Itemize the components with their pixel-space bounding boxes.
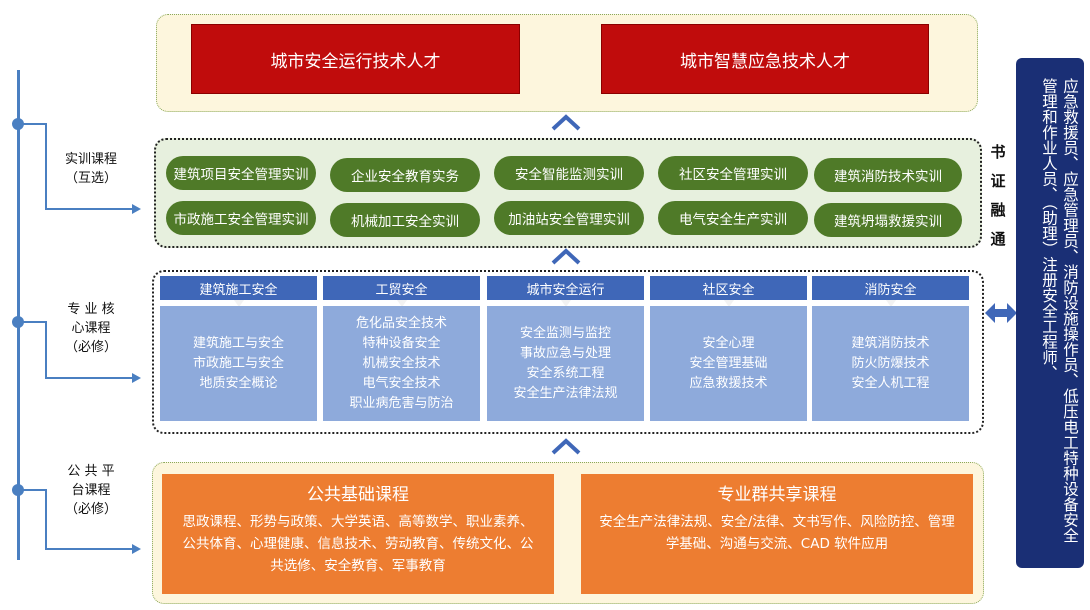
core-course-item: 安全心理	[702, 335, 755, 351]
connector-core-bottom	[45, 377, 133, 379]
arrow-down-icon	[561, 300, 571, 307]
connector-public-bottom	[45, 548, 133, 550]
core-column-title: 城市安全运行	[487, 276, 644, 300]
core-column-list: 建筑消防技术 防火防爆技术 安全人机工程	[812, 306, 969, 421]
core-course-item: 安全系统工程	[526, 365, 605, 381]
public-foundation-body: 思政课程、形势与政策、大学英语、高等数学、职业素养、公共体育、心理健康、信息技术…	[182, 514, 534, 574]
certificate-char: 通	[990, 230, 1006, 248]
shared-courses-body: 安全生产法律法规、安全/法律、文书写作、风险防控、管理学基础、沟通与交流、CAD…	[599, 514, 955, 552]
core-course-item: 安全生产法律法规	[513, 385, 618, 401]
arrow-down-icon	[234, 300, 244, 307]
certificate-char: 证	[990, 172, 1006, 190]
core-course-item: 应急救援技术	[689, 375, 768, 391]
core-column-list: 安全心理 安全管理基础 应急救援技术	[650, 306, 807, 421]
public-side-label: 公 共 平 台课程 （必修）	[46, 462, 136, 519]
core-course-item: 建筑施工与安全	[192, 335, 284, 351]
core-column-city: 城市安全运行 安全监测与监控 事故应急与处理 安全系统工程 安全生产法律法规	[487, 276, 644, 421]
connector-core-arrow	[132, 373, 141, 383]
training-course-pill: 电气安全生产实训	[658, 201, 808, 235]
side-label-line: （必修）	[64, 502, 117, 517]
connector-public-top	[18, 489, 46, 491]
training-course-pill: 企业安全教育实务	[330, 158, 480, 192]
connector-core-vert	[45, 321, 47, 378]
training-course-pill: 机械加工安全实训	[330, 203, 480, 237]
side-label-line: 心课程	[71, 321, 111, 336]
training-side-label: 实训课程 （互选）	[46, 150, 136, 188]
public-foundation-title: 公共基础课程	[307, 485, 409, 505]
core-column-list: 安全监测与监控 事故应急与处理 安全系统工程 安全生产法律法规	[487, 306, 644, 421]
connector-training-bottom	[45, 208, 133, 210]
shared-courses-box: 专业群共享课程 安全生产法律法规、安全/法律、文书写作、风险防控、管理学基础、沟…	[581, 474, 973, 594]
training-course-pill: 建筑项目安全管理实训	[166, 156, 316, 190]
training-course-pill: 建筑消防技术实训	[814, 158, 962, 192]
core-column-title: 消防安全	[812, 276, 969, 300]
certificate-char: 书	[990, 143, 1006, 161]
certificate-integration-label: 书 证 融 通	[985, 138, 1011, 254]
core-column-title: 建筑施工安全	[160, 276, 317, 300]
core-course-item: 地质安全概论	[199, 375, 278, 391]
core-column-community: 社区安全 安全心理 安全管理基础 应急救援技术	[650, 276, 807, 421]
core-course-item: 安全监测与监控	[519, 325, 611, 341]
core-course-item: 机械安全技术	[362, 355, 441, 371]
connector-training-top	[18, 123, 46, 125]
side-label-line: 专 业 核	[67, 302, 115, 317]
core-side-label: 专 业 核 心课程 （必修）	[46, 300, 136, 357]
training-course-pill: 建筑坍塌救援实训	[814, 203, 962, 237]
connector-public-arrow	[132, 544, 141, 554]
core-course-item: 建筑消防技术	[851, 335, 930, 351]
arrow-down-icon	[397, 300, 407, 307]
shared-courses-title: 专业群共享课程	[717, 485, 837, 505]
core-column-title: 社区安全	[650, 276, 807, 300]
core-course-item: 职业病危害与防治	[349, 395, 454, 411]
core-course-item: 防火防爆技术	[851, 355, 930, 371]
axis-vertical-line	[17, 70, 20, 560]
side-label-line: 公 共 平	[67, 464, 115, 479]
arrow-down-icon	[724, 300, 734, 307]
core-column-fire: 消防安全 建筑消防技术 防火防爆技术 安全人机工程	[812, 276, 969, 421]
training-course-pill: 安全智能监测实训	[494, 156, 644, 190]
side-label-line: 台课程	[71, 483, 111, 498]
training-course-pill: 市政施工安全管理实训	[166, 201, 316, 235]
core-course-item: 事故应急与处理	[519, 345, 611, 361]
core-course-item: 电气安全技术	[362, 375, 441, 391]
connector-training-arrow	[132, 204, 141, 214]
arrow-down-icon	[886, 300, 896, 307]
side-label-line: 实训课程	[64, 152, 117, 167]
core-column-list: 危化品安全技术 特种设备安全 机械安全技术 电气安全技术 职业病危害与防治	[323, 306, 480, 421]
connector-training-vert	[45, 123, 47, 210]
certificate-char: 融	[990, 201, 1006, 219]
core-column-title: 工贸安全	[323, 276, 480, 300]
talent-box-emergency: 城市智慧应急技术人才	[601, 24, 929, 94]
talent-box-operation: 城市安全运行技术人才	[191, 24, 520, 94]
target-roles-panel: 应急救援员、应急管理员、消防设施操作员、低压电工特种设备安全管理和作业人员、（助…	[1016, 58, 1084, 568]
core-column-list: 建筑施工与安全 市政施工与安全 地质安全概论	[160, 306, 317, 421]
connector-public-vert	[45, 489, 47, 549]
side-label-line: （互选）	[64, 171, 117, 186]
public-foundation-box: 公共基础课程 思政课程、形势与政策、大学英语、高等数学、职业素养、公共体育、心理…	[162, 474, 554, 594]
core-course-item: 安全人机工程	[851, 375, 930, 391]
connector-core-top	[18, 321, 46, 323]
training-course-pill: 加油站安全管理实训	[494, 201, 644, 235]
core-course-item: 特种设备安全	[362, 335, 441, 351]
training-course-pill: 社区安全管理实训	[658, 156, 808, 190]
double-arrow-icon	[985, 302, 1017, 328]
core-course-item: 危化品安全技术	[355, 315, 447, 331]
core-course-item: 安全管理基础	[689, 355, 768, 371]
side-label-line: （必修）	[64, 340, 117, 355]
core-column-construction: 建筑施工安全 建筑施工与安全 市政施工与安全 地质安全概论	[160, 276, 317, 421]
core-course-item: 市政施工与安全	[192, 355, 284, 371]
core-column-industry: 工贸安全 危化品安全技术 特种设备安全 机械安全技术 电气安全技术 职业病危害与…	[323, 276, 480, 421]
